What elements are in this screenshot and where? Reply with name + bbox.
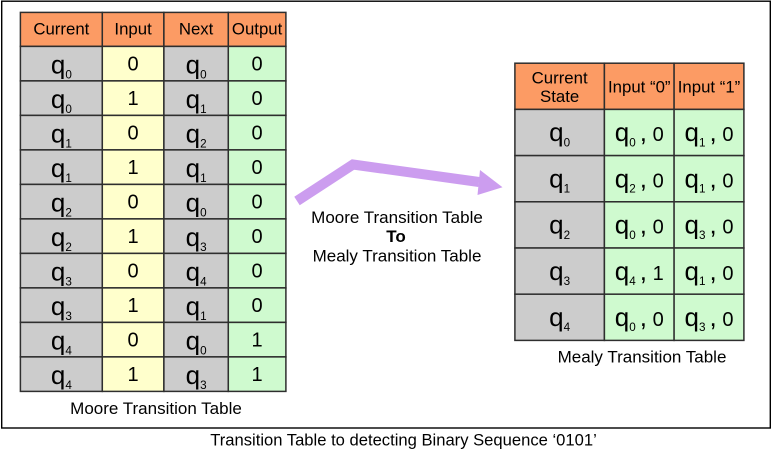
svg-text:Current: Current xyxy=(532,69,588,88)
svg-text:Next: Next xyxy=(179,20,214,39)
svg-text:Mealy Transition Table: Mealy Transition Table xyxy=(313,247,482,266)
svg-text:0: 0 xyxy=(252,192,263,214)
svg-text:0: 0 xyxy=(252,54,263,76)
svg-text:0: 0 xyxy=(252,261,263,283)
svg-text:1: 1 xyxy=(128,88,139,110)
svg-text:To: To xyxy=(386,227,406,246)
svg-text:1: 1 xyxy=(128,295,139,317)
svg-text:0: 0 xyxy=(128,123,139,145)
svg-text:1: 1 xyxy=(128,364,139,386)
svg-text:q0 , 0: q0 , 0 xyxy=(615,117,664,149)
svg-text:q4 , 1: q4 , 1 xyxy=(615,256,664,288)
svg-text:0: 0 xyxy=(128,192,139,214)
svg-text:Mealy Transition Table: Mealy Transition Table xyxy=(558,348,727,367)
svg-text:1: 1 xyxy=(128,226,139,248)
svg-text:Moore Transition Table: Moore Transition Table xyxy=(70,399,242,418)
svg-text:Output: Output xyxy=(232,20,283,39)
svg-text:Input “1”: Input “1” xyxy=(678,77,741,96)
svg-text:1: 1 xyxy=(252,364,263,386)
svg-text:1: 1 xyxy=(252,330,263,352)
svg-text:0: 0 xyxy=(128,261,139,283)
svg-text:0: 0 xyxy=(128,330,139,352)
svg-text:0: 0 xyxy=(252,157,263,179)
svg-text:1: 1 xyxy=(128,157,139,179)
svg-text:State: State xyxy=(540,87,579,106)
svg-text:q1 , 0: q1 , 0 xyxy=(685,163,734,195)
svg-text:Moore Transition Table: Moore Transition Table xyxy=(311,208,483,227)
svg-text:Transition Table to detecting: Transition Table to detecting Binary Seq… xyxy=(210,430,597,449)
svg-text:Input “0”: Input “0” xyxy=(608,77,671,96)
svg-text:0: 0 xyxy=(252,295,263,317)
svg-text:Current: Current xyxy=(33,20,89,39)
svg-text:Input: Input xyxy=(114,20,152,39)
svg-text:0: 0 xyxy=(252,123,263,145)
svg-text:0: 0 xyxy=(252,226,263,248)
svg-text:0: 0 xyxy=(252,88,263,110)
svg-text:q3 , 0: q3 , 0 xyxy=(685,302,734,334)
svg-text:0: 0 xyxy=(128,54,139,76)
